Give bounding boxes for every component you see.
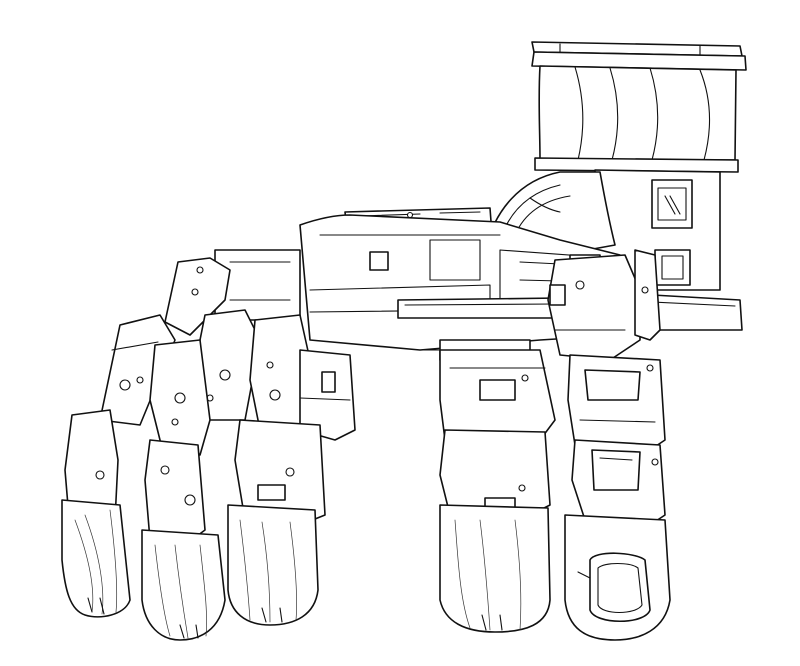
index-finger (61, 257, 231, 618)
wrist-assembly (531, 41, 747, 331)
middle-finger (141, 309, 261, 641)
ring-finger (227, 314, 356, 626)
thumb (547, 249, 671, 641)
little-finger (439, 349, 556, 633)
palm-body (214, 171, 621, 361)
